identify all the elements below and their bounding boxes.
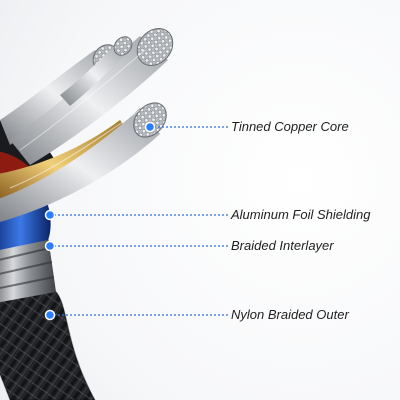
- nylon-braided-outer: [0, 288, 95, 400]
- marker-outer: [46, 311, 55, 320]
- marker-foil: [46, 211, 55, 220]
- tinned-copper-core: [0, 21, 180, 222]
- marker-core: [146, 123, 155, 132]
- label-aluminum-foil-shielding: Aluminum Foil Shielding: [231, 207, 370, 223]
- marker-interlayer: [46, 242, 55, 251]
- label-nylon-braided-outer: Nylon Braided Outer: [231, 307, 349, 323]
- label-tinned-copper-core: Tinned Copper Core: [231, 119, 349, 135]
- label-braided-interlayer: Braided Interlayer: [231, 238, 334, 254]
